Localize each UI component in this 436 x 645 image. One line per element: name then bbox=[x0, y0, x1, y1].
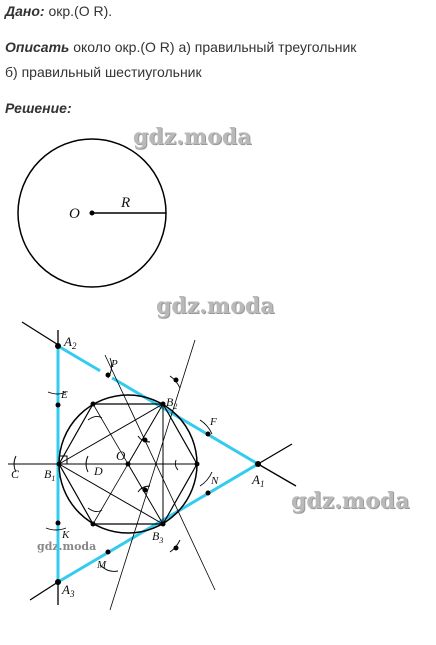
label-e: E bbox=[60, 389, 68, 401]
task-line: Описать около окр.(O R) а) правильный тр… bbox=[5, 38, 356, 56]
right-angle-mark bbox=[59, 455, 68, 464]
arc-k bbox=[45, 527, 67, 531]
label-c: C bbox=[11, 467, 20, 481]
bisector-line-1 bbox=[104, 354, 216, 591]
point-hex-3 bbox=[90, 521, 96, 527]
label-n: N bbox=[210, 475, 219, 487]
label-d: D bbox=[93, 464, 103, 478]
point-f bbox=[205, 431, 211, 437]
label-a2: A2 bbox=[63, 334, 77, 351]
point-p bbox=[105, 372, 111, 378]
label-o: O bbox=[116, 448, 126, 463]
point-a3 bbox=[55, 579, 61, 585]
watermark-1: gdz.moda bbox=[133, 124, 252, 150]
label-m: M bbox=[96, 559, 107, 571]
label-a3: A3 bbox=[61, 582, 75, 599]
label-a1: A1 bbox=[251, 472, 264, 489]
watermark-4: gdz.moda bbox=[37, 540, 97, 553]
point-e bbox=[55, 402, 61, 408]
point-o bbox=[125, 461, 131, 467]
radius-label: R bbox=[120, 195, 130, 211]
point-hex-1 bbox=[90, 401, 96, 407]
point-k bbox=[55, 520, 61, 526]
side-extension-a1 bbox=[257, 443, 293, 465]
arc-f bbox=[199, 419, 213, 435]
solution-label: Решение: bbox=[5, 100, 72, 116]
given-line: Дано: окр.(O R). bbox=[5, 2, 112, 20]
given-label: Дано: bbox=[5, 3, 45, 19]
label-b2: B2 bbox=[166, 395, 177, 411]
label-f: F bbox=[209, 416, 217, 428]
point-bottom bbox=[173, 545, 179, 551]
point-b2 bbox=[160, 401, 166, 407]
watermark-2: gdz.moda bbox=[156, 293, 275, 319]
label-k: K bbox=[61, 529, 70, 541]
point-inner-1 bbox=[142, 437, 148, 443]
arc-n bbox=[199, 471, 213, 487]
label-b1: B1 bbox=[44, 467, 55, 483]
arc-m bbox=[99, 564, 119, 572]
point-n bbox=[205, 490, 211, 496]
arc-e bbox=[47, 391, 67, 395]
point-inner-2 bbox=[142, 487, 148, 493]
arc-inner-4 bbox=[87, 415, 103, 421]
arc-inner-3 bbox=[174, 459, 179, 471]
helper-line-3 bbox=[127, 403, 164, 465]
point-b1 bbox=[56, 461, 62, 467]
task-text: около окр.(O R) а) правильный треугольни… bbox=[73, 39, 357, 55]
point-b3 bbox=[160, 521, 166, 527]
watermark-3: gdz.moda bbox=[291, 488, 410, 514]
label-b3: B3 bbox=[152, 529, 163, 545]
center-point bbox=[89, 210, 95, 216]
given-text: окр.(O R). bbox=[48, 3, 113, 19]
arc-inner-2 bbox=[137, 485, 151, 493]
arc-d bbox=[85, 455, 89, 473]
point-top bbox=[173, 377, 179, 383]
side-extension-a1-b bbox=[257, 463, 297, 487]
task-line-2: б) правильный шестиугольник bbox=[5, 64, 202, 80]
point-m bbox=[105, 549, 111, 555]
point-a2 bbox=[55, 343, 61, 349]
bisector-line-2 bbox=[109, 339, 196, 611]
side-extension-a3 bbox=[29, 581, 59, 601]
center-label: O bbox=[69, 206, 80, 222]
task-label: Описать bbox=[5, 39, 70, 55]
arc-inner-5 bbox=[87, 507, 103, 513]
point-hex-2 bbox=[194, 461, 200, 467]
side-extension-a2 bbox=[21, 321, 61, 347]
point-a1 bbox=[255, 461, 261, 467]
label-p: P bbox=[110, 358, 118, 370]
arc-c bbox=[13, 455, 17, 473]
helper-line-4 bbox=[127, 463, 164, 525]
